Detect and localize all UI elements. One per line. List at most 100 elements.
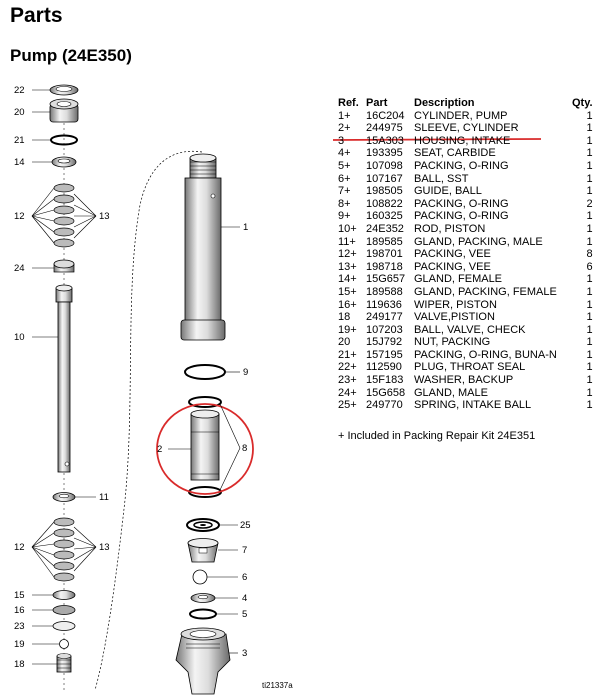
cell-ref: 6+ [338, 172, 351, 185]
callout-21: 21 [14, 135, 25, 146]
cell-qty: 1 [586, 374, 593, 387]
cell-description: NUT, PACKING [414, 336, 491, 349]
cell-ref: 9+ [338, 210, 351, 223]
vee-packing-stack-lower [53, 517, 75, 582]
cell-description: PLUG, THROAT SEAL [414, 361, 526, 374]
cell-ref: 3 [338, 134, 345, 147]
cell-description: WIPER, PISTON [414, 298, 497, 311]
cell-qty: 1 [586, 298, 593, 311]
cell-part: 15G658 [366, 386, 406, 399]
callout-13-lower: 13 [99, 542, 110, 553]
right-leader-lines [168, 226, 241, 654]
o-ring-5-part [189, 608, 217, 620]
callout-10: 10 [14, 332, 25, 343]
cell-qty: 1 [586, 134, 593, 147]
sleeve-highlight-circle [156, 403, 254, 495]
callout-11: 11 [99, 492, 109, 503]
cell-description: ROD, PISTON [414, 222, 486, 235]
cell-ref: 19+ [338, 323, 357, 336]
cell-part: 108822 [366, 197, 403, 210]
cell-ref: 8+ [338, 197, 351, 210]
cell-qty: 1 [586, 172, 593, 185]
header-ref: Ref. [338, 97, 359, 109]
cell-part: 198505 [366, 185, 403, 198]
cell-description: SEAT, CARBIDE [414, 147, 496, 160]
cell-qty: 1 [586, 222, 593, 235]
cell-qty: 1 [586, 336, 593, 349]
cell-ref: 15+ [338, 285, 357, 298]
cell-ref: 1+ [338, 109, 351, 122]
cell-part: 112590 [366, 361, 402, 374]
callout-13-upper: 13 [99, 211, 110, 222]
cell-qty: 1 [586, 109, 593, 122]
cell-qty: 1 [586, 386, 593, 399]
callout-1: 1 [243, 222, 248, 233]
cell-ref: 24+ [338, 386, 357, 399]
cell-qty: 1 [586, 311, 593, 324]
callout-7: 7 [242, 545, 247, 556]
callout-18: 18 [14, 659, 25, 670]
cell-qty: 1 [586, 361, 593, 374]
cell-ref: 16+ [338, 298, 357, 311]
cell-part: 107203 [366, 323, 403, 336]
section-title: Pump (24E350) [10, 46, 132, 65]
header-qty: Qty. [572, 97, 593, 109]
cell-part: 189585 [366, 235, 403, 248]
assembly-path-line [94, 150, 203, 691]
callout-16: 16 [14, 605, 25, 616]
header-part: Part [366, 97, 388, 109]
cell-description: HOUSING, INTAKE [414, 134, 511, 147]
packing-nut-part [49, 98, 79, 123]
cell-description: PACKING, VEE [414, 260, 491, 273]
callout-22: 22 [14, 85, 25, 96]
cell-part: 189588 [366, 285, 403, 298]
cell-ref: 18 [338, 311, 351, 324]
callout-3: 3 [242, 648, 247, 659]
cell-ref: 22+ [338, 361, 357, 374]
cell-description: GLAND, FEMALE [414, 273, 503, 286]
intake-housing-part [175, 627, 231, 695]
ball-guide-part [187, 538, 219, 563]
cell-description: PACKING, O-RING [414, 159, 509, 172]
callout-23: 23 [14, 621, 25, 632]
cell-part: 157195 [366, 348, 403, 361]
cell-ref: 10+ [338, 222, 357, 235]
cell-qty: 2 [586, 197, 593, 210]
callout-24: 24 [14, 263, 25, 274]
cell-description: PACKING, VEE [414, 248, 491, 261]
cell-part: 119636 [366, 298, 402, 311]
callout-14: 14 [14, 157, 25, 168]
cell-description: BALL, VALVE, CHECK [414, 323, 526, 336]
callout-25: 25 [240, 520, 251, 531]
cell-ref: 21+ [338, 348, 357, 361]
header-description: Description [414, 97, 475, 109]
cell-part: 193395 [366, 147, 403, 160]
backup-washer-part [52, 621, 76, 631]
cell-part: 15G657 [366, 273, 406, 286]
cell-qty: 1 [586, 273, 593, 286]
male-gland-part [53, 259, 75, 273]
cell-ref: 13+ [338, 260, 357, 273]
plug-throat-seal-part [49, 84, 79, 96]
cell-qty: 1 [586, 399, 593, 412]
cell-part: 107098 [366, 159, 403, 172]
cell-qty: 1 [586, 285, 593, 298]
cell-part: 16C204 [366, 109, 405, 122]
cell-description: PACKING, O-RING [414, 197, 509, 210]
cell-part: 15F183 [366, 374, 404, 387]
cell-qty: 6 [586, 260, 593, 273]
parts-table-row: 22+ 112590 PLUG, THROAT SEAL 1 [338, 361, 593, 374]
cell-description: BALL, SST [414, 172, 469, 185]
